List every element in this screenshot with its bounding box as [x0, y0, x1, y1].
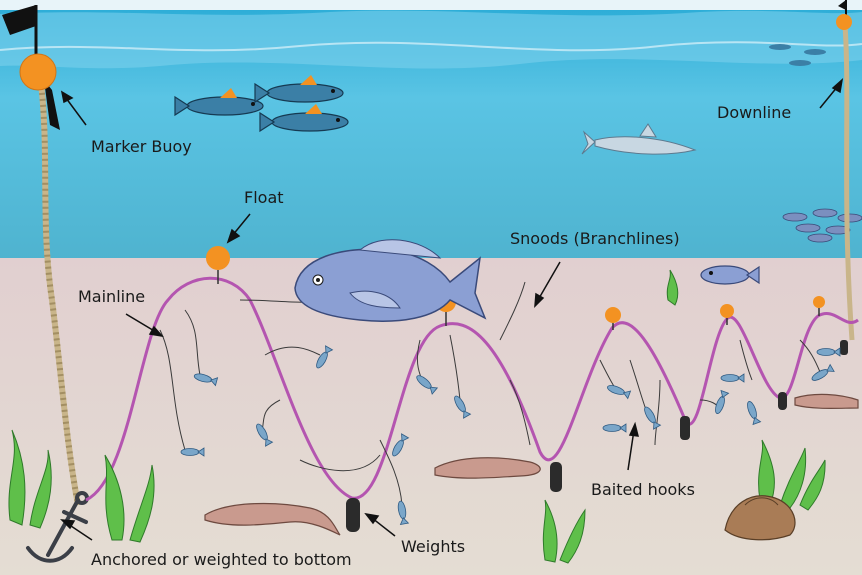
label-downline: Downline [717, 103, 791, 122]
marker-buoy [19, 53, 57, 91]
fish-school [174, 75, 349, 133]
shark-icon [581, 123, 697, 155]
fish-icon-small [700, 265, 760, 285]
flag-icon [2, 5, 60, 130]
fish-school-distant [769, 44, 826, 66]
fish-icon [294, 239, 487, 322]
seaweed-icon [8, 269, 826, 564]
eel-icon [204, 393, 859, 536]
downline-buoy [836, 14, 852, 30]
seabed [0, 258, 862, 575]
label-weights: Weights [401, 537, 465, 556]
weights [346, 340, 848, 532]
rock-icon [724, 495, 796, 541]
label-float: Float [244, 188, 284, 207]
downline-right-rope [842, 24, 855, 341]
label-marker-buoy: Marker Buoy [91, 137, 192, 156]
label-mainline: Mainline [78, 287, 145, 306]
mainline [85, 276, 859, 502]
label-anchor: Anchored or weighted to bottom [91, 550, 352, 569]
label-snoods: Snoods (Branchlines) [510, 229, 680, 248]
label-baited-hooks: Baited hooks [591, 480, 695, 499]
label-arrows [60, 78, 844, 541]
fish-school-right [782, 208, 862, 243]
anchor-icon [26, 491, 89, 563]
